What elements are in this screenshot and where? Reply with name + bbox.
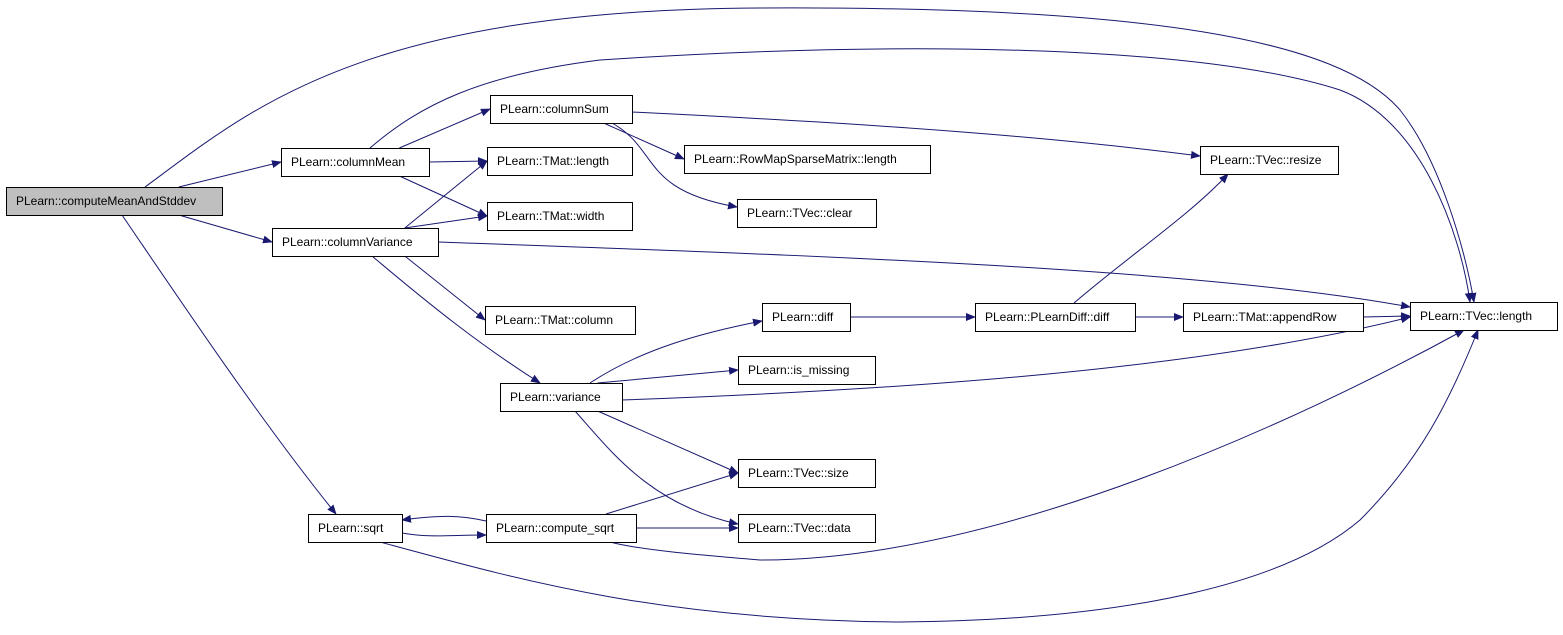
edge-columnMean-to-columnSum: [399, 108, 491, 149]
node-box: [1410, 302, 1558, 331]
node-box: [1183, 303, 1364, 332]
node-box: [738, 356, 876, 385]
node-label: PLearn::TVec::size: [748, 466, 849, 480]
edge-columnMean-to-tmat-width: [399, 175, 488, 217]
edge-columnMean-to-tvec-length: [369, 48, 1473, 303]
edge-variance-to-diff: [589, 318, 763, 384]
node-box: [487, 202, 633, 231]
node-box: [738, 459, 876, 488]
node-variance[interactable]: PLearn::variance: [500, 383, 623, 412]
node-label: PLearn::TMat::length: [497, 154, 609, 168]
edge-plearndiff-diff-to-tvec-resize: [1073, 173, 1229, 304]
edge-variance-to-tvec-data: [574, 410, 739, 527]
node-box: [272, 228, 439, 257]
node-label: PLearn::TMat::column: [495, 313, 613, 327]
node-label: PLearn::TMat::width: [497, 209, 604, 223]
edge-computeMeanAndStddev-to-tvec-length: [144, 7, 1477, 303]
edge-sqrt-to-tvec-length: [379, 329, 1479, 623]
edge-columnSum-to-tvec-resize: [631, 111, 1201, 159]
node-columnMean[interactable]: PLearn::columnMean: [281, 148, 430, 177]
edge-variance-to-is-missing: [597, 366, 739, 384]
edge-variance-to-tvec-length: [621, 315, 1411, 401]
node-tmat-width[interactable]: PLearn::TMat::width: [487, 202, 633, 231]
node-tmat-length[interactable]: PLearn::TMat::length: [487, 147, 633, 176]
edge-columnVariance-to-tmat-width: [404, 213, 488, 229]
node-tmat-appendRow[interactable]: PLearn::TMat::appendRow: [1183, 303, 1364, 332]
edge-columnVariance-to-tvec-length: [437, 241, 1411, 310]
node-label: PLearn::is_missing: [748, 363, 849, 377]
node-box: [281, 148, 430, 177]
node-label: PLearn::TVec::length: [1420, 309, 1532, 323]
edges: [121, 7, 1479, 623]
edge-columnVariance-to-tmat-column: [404, 255, 486, 321]
nodes: PLearn::computeMeanAndStddevPLearn::colu…: [6, 95, 1558, 543]
edge-computeMeanAndStddev-to-columnMean: [178, 160, 282, 188]
edge-compute-sqrt-to-tvec-size: [605, 471, 739, 515]
node-label: PLearn::diff: [772, 310, 834, 324]
edge-tmat-appendRow-to-tvec-length: [1362, 312, 1411, 321]
node-box: [737, 199, 877, 228]
node-rowmap-length[interactable]: PLearn::RowMapSparseMatrix::length: [684, 145, 931, 174]
node-tvec-data[interactable]: PLearn::TVec::data: [738, 514, 876, 543]
node-is-missing[interactable]: PLearn::is_missing: [738, 356, 876, 385]
edge-columnVariance-to-variance: [371, 255, 541, 384]
node-label: PLearn::compute_sqrt: [496, 521, 615, 535]
edge-columnMean-to-tmat-length: [428, 157, 488, 166]
node-box: [500, 383, 623, 412]
node-box: [738, 514, 876, 543]
node-tmat-column[interactable]: PLearn::TMat::column: [485, 306, 636, 335]
node-tvec-length[interactable]: PLearn::TVec::length: [1410, 302, 1558, 331]
node-label: PLearn::TVec::data: [748, 521, 851, 535]
edge-columnVariance-to-tmat-length: [404, 160, 488, 229]
node-label: PLearn::TMat::appendRow: [1193, 310, 1337, 324]
node-label: PLearn::sqrt: [318, 521, 384, 535]
node-tvec-clear[interactable]: PLearn::TVec::clear: [737, 199, 877, 228]
node-box: [485, 306, 636, 335]
node-label: PLearn::computeMeanAndStddev: [16, 194, 196, 208]
node-label: PLearn::TVec::clear: [747, 206, 852, 220]
edge-compute-sqrt-to-tvec-length: [609, 329, 1465, 561]
node-label: PLearn::columnVariance: [282, 235, 413, 249]
node-box: [684, 145, 931, 174]
edge-columnSum-to-tvec-clear: [611, 122, 738, 210]
node-box: [490, 95, 633, 124]
node-columnSum[interactable]: PLearn::columnSum: [490, 95, 633, 124]
node-compute-sqrt[interactable]: PLearn::compute_sqrt: [486, 514, 637, 543]
edge-sqrt-to-compute-sqrt: [401, 531, 487, 540]
node-label: PLearn::PLearnDiff::diff: [985, 310, 1110, 324]
node-box: [487, 147, 633, 176]
node-box: [486, 514, 637, 543]
node-diff[interactable]: PLearn::diff: [762, 303, 851, 332]
node-plearndiff-diff[interactable]: PLearn::PLearnDiff::diff: [975, 303, 1136, 332]
node-tvec-size[interactable]: PLearn::TVec::size: [738, 459, 876, 488]
edge-columnSum-to-rowmap-length: [603, 122, 685, 160]
edge-computeMeanAndStddev-to-columnVariance: [178, 214, 273, 244]
node-box: [6, 187, 223, 216]
edge-compute-sqrt-to-sqrt: [401, 514, 487, 523]
edge-variance-to-tvec-size: [597, 410, 739, 474]
node-label: PLearn::variance: [510, 390, 601, 404]
node-box: [975, 303, 1136, 332]
node-label: PLearn::columnSum: [500, 102, 609, 116]
node-computeMeanAndStddev[interactable]: PLearn::computeMeanAndStddev: [6, 187, 223, 216]
node-label: PLearn::columnMean: [291, 155, 405, 169]
node-label: PLearn::TVec::resize: [1210, 153, 1322, 167]
node-tvec-resize[interactable]: PLearn::TVec::resize: [1200, 146, 1339, 175]
node-box: [1200, 146, 1339, 175]
node-box: [308, 514, 403, 543]
node-sqrt[interactable]: PLearn::sqrt: [308, 514, 403, 543]
node-columnVariance[interactable]: PLearn::columnVariance: [272, 228, 439, 257]
node-box: [762, 303, 851, 332]
node-label: PLearn::RowMapSparseMatrix::length: [694, 152, 897, 166]
edge-computeMeanAndStddev-to-sqrt: [121, 214, 337, 515]
